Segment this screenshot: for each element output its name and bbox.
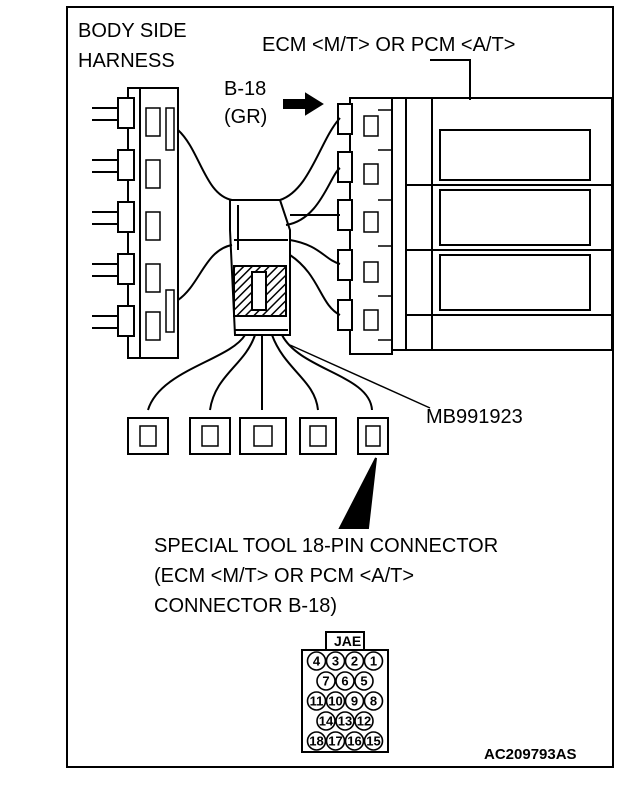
pin-circle [363, 731, 384, 751]
pin-circle [363, 691, 384, 711]
pin-number: 4 [313, 654, 321, 669]
pin-circle [344, 651, 365, 671]
pin-circle [306, 651, 327, 671]
pointer-triangle [338, 457, 377, 529]
pin-circle [316, 711, 336, 731]
pin-number: 9 [351, 694, 358, 709]
pin-circle [306, 731, 327, 751]
pin-circle [325, 651, 346, 671]
body-side-harness-connector [92, 87, 179, 359]
pin-number: 13 [338, 714, 352, 729]
pin-number: 10 [328, 694, 342, 709]
pin-circle [363, 651, 384, 671]
pin-number: 15 [366, 734, 380, 749]
pin-circle [344, 731, 365, 751]
body-side-harness-label-line2: HARNESS [78, 50, 175, 72]
ecm-pcm-unit [337, 59, 613, 355]
special-tool-label-line1: SPECIAL TOOL 18-PIN CONNECTOR [154, 535, 499, 557]
figure-code-label: AC209793AS [484, 746, 577, 763]
tool-connectors [127, 417, 389, 455]
pin-circle [316, 671, 336, 691]
pin-circle [325, 731, 346, 751]
pin-number: 5 [360, 674, 367, 689]
pin-number: 17 [328, 734, 342, 749]
pin-number: 11 [310, 694, 324, 709]
pin-number: 3 [332, 654, 339, 669]
pin-number: 2 [351, 654, 358, 669]
pin-number: 14 [319, 714, 334, 729]
pin-number: 12 [357, 714, 371, 729]
special-tool-label-line3: CONNECTOR B-18) [154, 595, 337, 617]
pin-number: 8 [370, 694, 377, 709]
pin-circle [354, 711, 374, 731]
pin-number: 1 [370, 654, 377, 669]
tool-part-number-label: MB991923 [426, 406, 523, 428]
tool-leader-line [289, 344, 431, 409]
ecm-pcm-label: ECM <M/T> OR PCM <A/T> [262, 34, 516, 56]
pin-circle [325, 691, 346, 711]
pin-circle [306, 691, 327, 711]
body-side-harness-label-line1: BODY SIDE [78, 20, 187, 42]
pin-circle [335, 671, 355, 691]
pin-number: 16 [347, 734, 361, 749]
pin-circle [354, 671, 374, 691]
connector-color-label: (GR) [224, 106, 268, 128]
connector-id-label: B-18 [224, 78, 267, 100]
figure-frame [66, 6, 614, 768]
pin-number: 7 [322, 674, 329, 689]
connector-arrow [283, 92, 324, 116]
pin-number: 18 [309, 734, 323, 749]
pin-circle [344, 691, 365, 711]
pin-number: 6 [341, 674, 348, 689]
connector-brand-label: JAE [334, 633, 362, 649]
special-tool-label-line2: (ECM <M/T> OR PCM <A/T> [154, 565, 415, 587]
pin-circle [335, 711, 355, 731]
